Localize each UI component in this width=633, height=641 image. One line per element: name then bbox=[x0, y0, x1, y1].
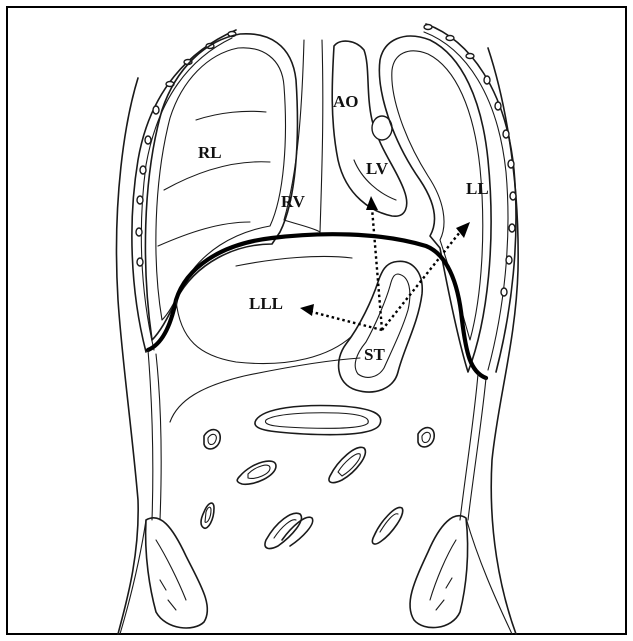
right-lung-fissure-3 bbox=[196, 111, 266, 120]
abdominal-wall-left-2 bbox=[156, 354, 161, 520]
transverse-colon bbox=[255, 406, 381, 435]
pelvis-right bbox=[410, 516, 468, 628]
arrow-to-lll-head bbox=[300, 304, 314, 316]
liver-side-line bbox=[236, 256, 352, 266]
bowel-loops bbox=[201, 428, 434, 549]
right-lung-fissure-1 bbox=[164, 162, 270, 190]
arrow-to-lv bbox=[372, 208, 382, 330]
transverse-colon-inner bbox=[265, 413, 368, 429]
aorta-outline bbox=[332, 41, 406, 216]
abdominal-wall-right-2 bbox=[460, 374, 478, 520]
label-st: ST bbox=[364, 345, 385, 364]
arrow-to-lv-head bbox=[366, 196, 378, 210]
rib-cage-right-inner bbox=[424, 32, 508, 370]
figure-frame bbox=[7, 7, 626, 634]
label-rv: RV bbox=[281, 192, 306, 211]
pelvis-right-inner bbox=[430, 540, 456, 610]
abdominal-wall-right bbox=[468, 378, 486, 520]
rib-cage-left-inner bbox=[141, 38, 232, 350]
lower-body-right bbox=[466, 518, 512, 634]
label-ao: AO bbox=[333, 92, 359, 111]
label-lll: LLL bbox=[249, 294, 283, 313]
label-ll: LL bbox=[466, 179, 489, 198]
mediastinum-right-line bbox=[320, 40, 323, 232]
label-lv: LV bbox=[366, 159, 389, 178]
pelvis-left bbox=[146, 518, 208, 628]
pelvis-left-inner bbox=[156, 540, 186, 610]
lower-body-left bbox=[120, 520, 146, 634]
abdominal-wall-left bbox=[148, 350, 153, 520]
diaphragm bbox=[148, 234, 486, 378]
label-rl: RL bbox=[198, 143, 222, 162]
right-ventricle-outline bbox=[284, 220, 320, 232]
right-lung-fissure-2 bbox=[158, 222, 250, 246]
arrow-to-lll bbox=[312, 312, 382, 330]
body-outline-left bbox=[116, 78, 138, 634]
